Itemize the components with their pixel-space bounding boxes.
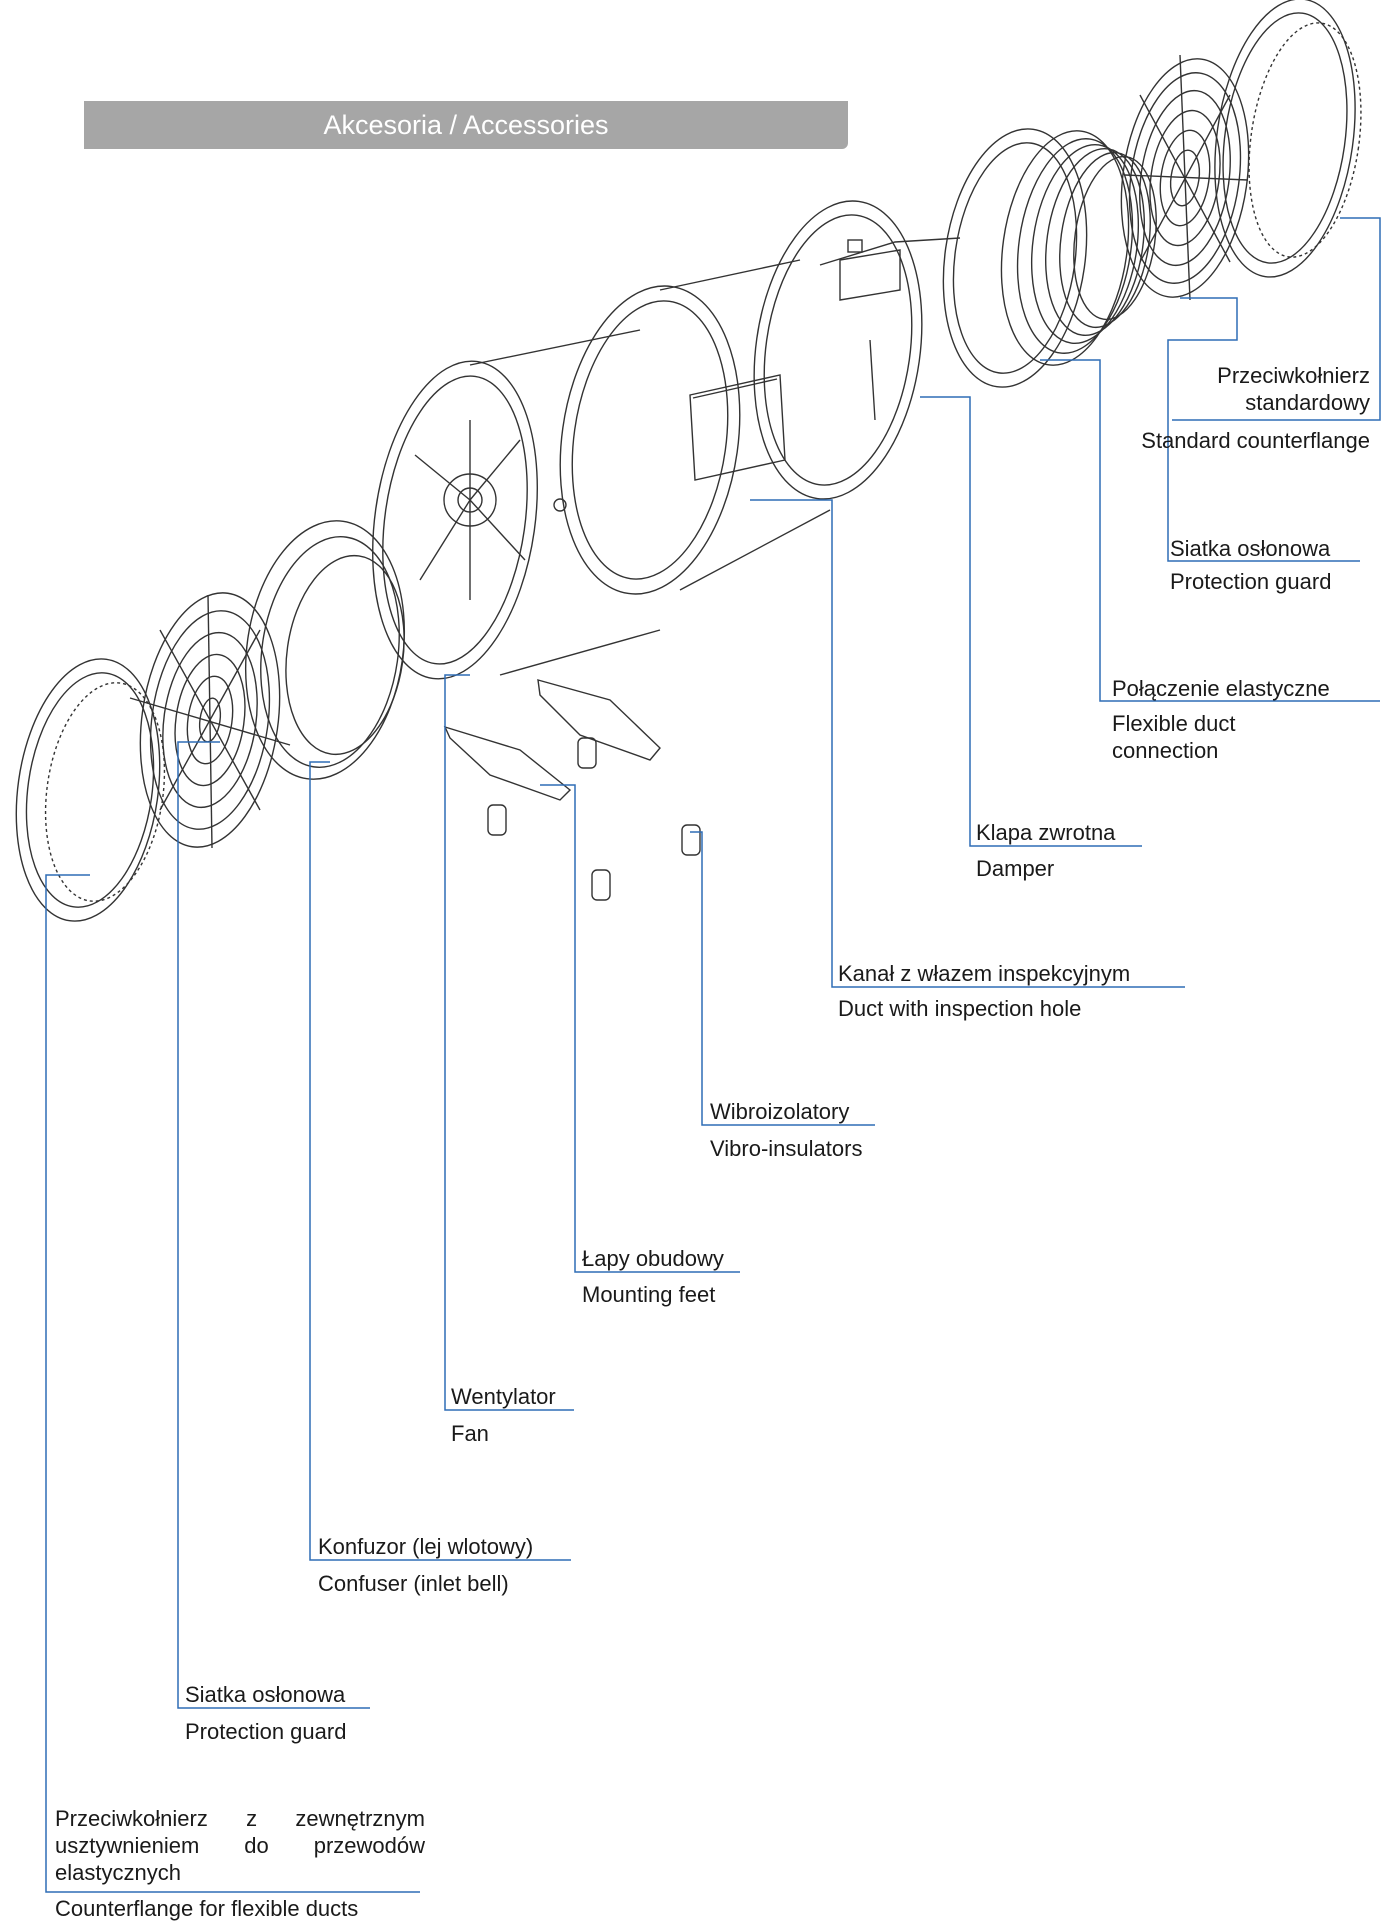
- label-std-counterflange-en: Standard counterflange: [1141, 428, 1370, 453]
- label-fan-en: Fan: [451, 1421, 489, 1446]
- mounting-feet-part: [443, 679, 661, 801]
- label-confuser-pl: Konfuzor (lej wlotowy): [318, 1534, 534, 1559]
- leader-std-counterflange: [1172, 217, 1381, 421]
- label-duct-en: Duct with inspection hole: [838, 996, 1082, 1021]
- confuser-part: [244, 520, 406, 780]
- protection-guard-right-part: [1120, 54, 1250, 301]
- vibro-insulators-part: [487, 737, 701, 901]
- label-fan-pl: Wentylator: [451, 1384, 556, 1409]
- label-duct-pl: Kanał z włazem inspekcyjnym: [838, 961, 1131, 986]
- label-damper-pl: Klapa zwrotna: [976, 820, 1116, 845]
- damper-part: [753, 200, 961, 500]
- label-feet-en: Mounting feet: [582, 1282, 716, 1307]
- label-vibro-pl: Wibroizolatory: [710, 1099, 850, 1124]
- label-confuser-en: Confuser (inlet bell): [318, 1571, 509, 1596]
- leader-flex-counterflange: [45, 874, 420, 1893]
- label-damper-en: Damper: [976, 856, 1055, 881]
- label-vibro-en: Vibro-insulators: [710, 1136, 863, 1161]
- label-guard-right-en: Protection guard: [1170, 569, 1332, 594]
- leader-fan: [444, 674, 574, 1411]
- flex-counterflange-part: [15, 658, 166, 922]
- label-std-counterflange-pl: Przeciwkołnierz standardowy: [1217, 363, 1370, 415]
- label-flex-counterflange-pl: Przeciwkołnierz z zewnętrznym usztywnien…: [55, 1806, 425, 1885]
- leader-vibro: [690, 831, 875, 1126]
- label-guard-left-pl: Siatka osłonowa: [185, 1682, 346, 1707]
- leader-lines: [45, 217, 1381, 1893]
- fan-part: [372, 329, 661, 680]
- standard-counterflange-part: [1214, 0, 1362, 278]
- leader-feet: [540, 784, 740, 1273]
- leader-flexible: [1040, 359, 1380, 702]
- label-flexible-en: Flexible duct connection: [1112, 711, 1236, 763]
- flexible-connection-part: [942, 128, 1157, 388]
- label-guard-right-pl: Siatka osłonowa: [1170, 536, 1331, 561]
- leader-damper: [920, 396, 1142, 847]
- label-feet-pl: Łapy obudowy: [582, 1246, 724, 1271]
- protection-guard-left-part: [129, 592, 291, 849]
- inspection-duct-part: [559, 259, 831, 595]
- leader-guard-left: [177, 741, 370, 1709]
- label-guard-left-en: Protection guard: [185, 1719, 347, 1744]
- label-flexible-pl: Połączenie elastyczne: [1112, 676, 1330, 701]
- leader-guard-right: [1167, 297, 1360, 562]
- leader-confuser: [309, 761, 571, 1561]
- label-flex-counterflange-en: Counterflange for flexible ducts: [55, 1896, 359, 1921]
- section-banner: Akcesoria / Accessories: [84, 101, 848, 149]
- leader-duct: [750, 499, 1185, 988]
